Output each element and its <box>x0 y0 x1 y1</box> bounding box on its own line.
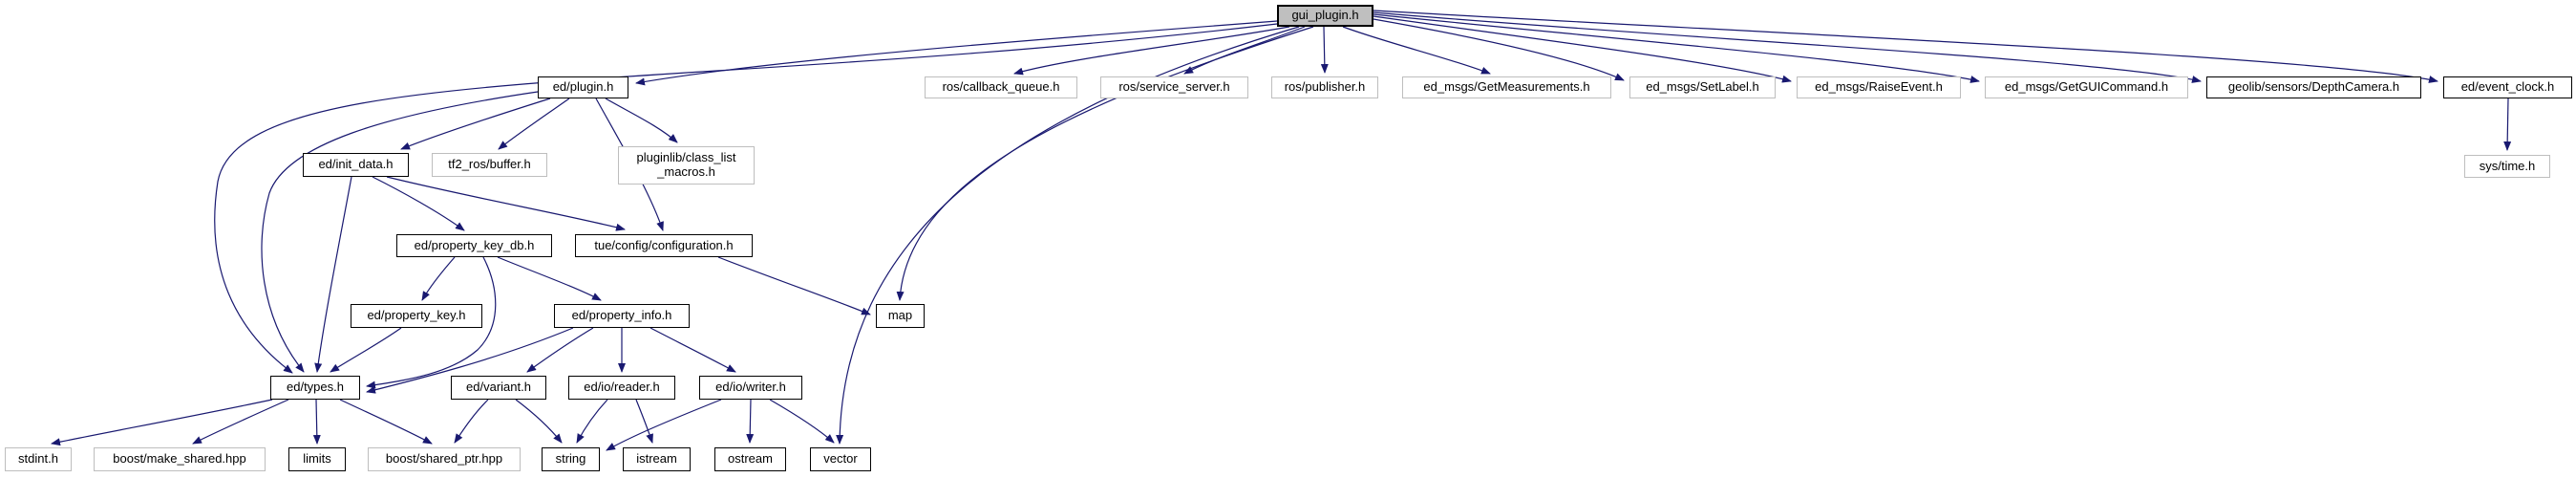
node-istream[interactable]: istream <box>623 447 691 471</box>
node-pluginlib-class-list-macros-h: pluginlib/class_list _macros.h <box>618 146 755 185</box>
node-ed-event-clock-h[interactable]: ed/event_clock.h <box>2443 76 2572 98</box>
node-ed-init-data-h[interactable]: ed/init_data.h <box>303 153 409 177</box>
node-ed-property-info-h[interactable]: ed/property_info.h <box>554 304 690 328</box>
node-map[interactable]: map <box>876 304 925 328</box>
node-ros-publisher-h: ros/publisher.h <box>1271 76 1378 98</box>
node-ed-io-writer-h[interactable]: ed/io/writer.h <box>699 376 802 400</box>
node-ed-msgs-setlabel-h: ed_msgs/SetLabel.h <box>1629 76 1776 98</box>
node-string[interactable]: string <box>542 447 600 471</box>
node-geolib-sensors-depthcamera-h[interactable]: geolib/sensors/DepthCamera.h <box>2206 76 2421 98</box>
node-gui-plugin-h: gui_plugin.h <box>1277 5 1373 27</box>
node-ros-callback-queue-h: ros/callback_queue.h <box>925 76 1077 98</box>
node-boost-shared-ptr-hpp: boost/shared_ptr.hpp <box>368 447 521 471</box>
node-ed-msgs-getguicommand-h: ed_msgs/GetGUICommand.h <box>1985 76 2188 98</box>
node-boost-make-shared-hpp: boost/make_shared.hpp <box>94 447 266 471</box>
node-tf2-ros-buffer-h: tf2_ros/buffer.h <box>432 153 547 177</box>
node-ed-msgs-getmeasurements-h: ed_msgs/GetMeasurements.h <box>1402 76 1611 98</box>
node-ed-types-h[interactable]: ed/types.h <box>270 376 360 400</box>
node-tue-config-configuration-h[interactable]: tue/config/configuration.h <box>575 234 753 257</box>
node-stdint-h: stdint.h <box>5 447 72 471</box>
node-ed-property-key-db-h[interactable]: ed/property_key_db.h <box>396 234 552 257</box>
node-ostream[interactable]: ostream <box>714 447 786 471</box>
node-ed-io-reader-h[interactable]: ed/io/reader.h <box>568 376 675 400</box>
node-sys-time-h: sys/time.h <box>2464 155 2550 178</box>
node-ed-msgs-raiseevent-h: ed_msgs/RaiseEvent.h <box>1797 76 1961 98</box>
node-limits[interactable]: limits <box>288 447 346 471</box>
node-ed-variant-h[interactable]: ed/variant.h <box>451 376 546 400</box>
node-ed-property-key-h[interactable]: ed/property_key.h <box>351 304 482 328</box>
node-ed-plugin-h[interactable]: ed/plugin.h <box>538 76 628 98</box>
node-vector[interactable]: vector <box>810 447 871 471</box>
node-ros-service-server-h: ros/service_server.h <box>1100 76 1248 98</box>
